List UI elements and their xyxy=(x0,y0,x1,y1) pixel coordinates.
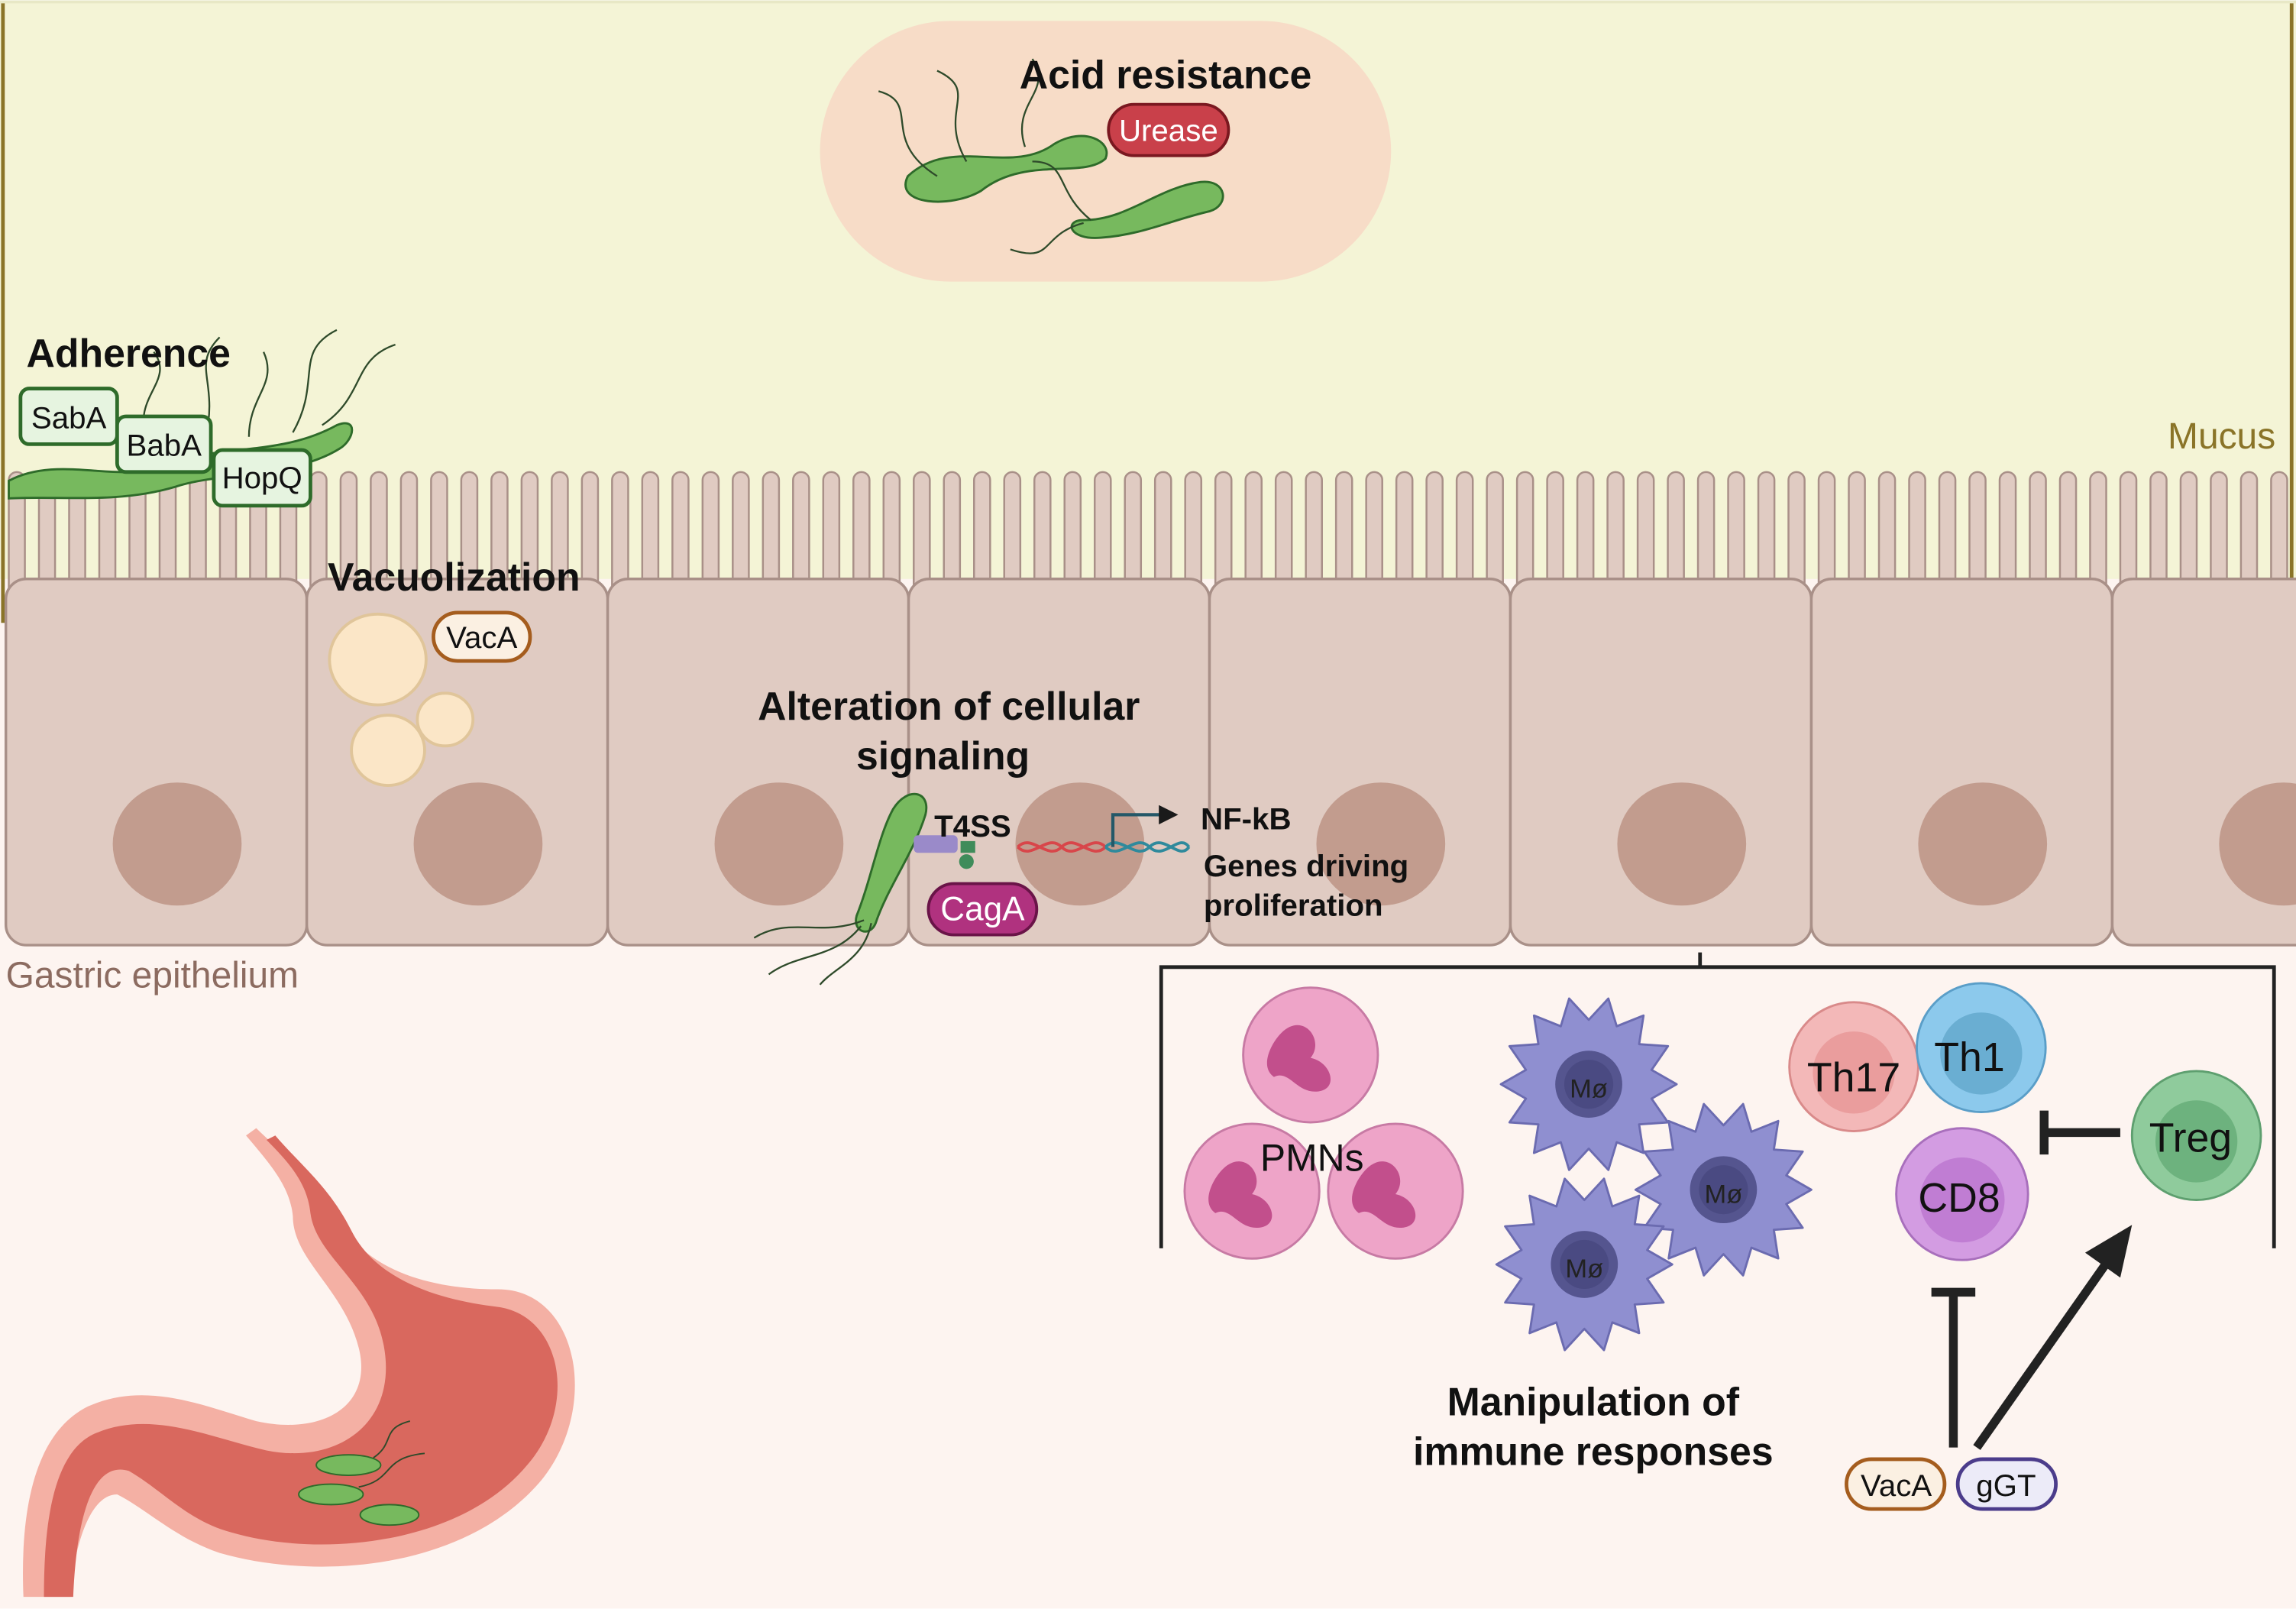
th17-cell xyxy=(1788,1001,1919,1132)
th1-label: Th1 xyxy=(1934,1034,2004,1080)
bacteria-acid-1 xyxy=(878,58,1108,203)
cell-nucleus xyxy=(413,782,543,906)
macrophage-1 xyxy=(1499,997,1678,1171)
cell-nucleus xyxy=(112,782,242,906)
treg-cell xyxy=(2130,1070,2262,1202)
adhesin-saba-label: SabA xyxy=(31,400,107,435)
treg-inhibits-cd8 xyxy=(2039,1110,2120,1155)
acid-resistance-title: Acid resistance xyxy=(1020,53,1312,97)
ggt-label: gGT xyxy=(1976,1468,2036,1503)
urease-badge: Urease xyxy=(1107,102,1230,157)
transcription-arrow xyxy=(1111,804,1179,847)
adhesin-baba: BabA xyxy=(115,414,213,474)
manipulation-title-line1: Manipulation of xyxy=(1447,1379,1740,1423)
t4ss-label: T4SS xyxy=(934,809,1011,843)
nfkb-label: NF-kB xyxy=(1201,802,1292,837)
adhesin-hopq: HopQ xyxy=(212,448,312,508)
gastric-epithelium-label: Gastric epithelium xyxy=(6,956,299,996)
cagA-label: CagA xyxy=(940,890,1025,928)
macrophage-3 xyxy=(1495,1177,1673,1352)
cd8-cell xyxy=(1895,1127,2029,1261)
bacteria-cagA xyxy=(753,792,928,986)
adherence-title: Adherence xyxy=(27,331,231,375)
cell-nucleus xyxy=(1918,782,2048,906)
alteration-title-line1: Alteration of cellular xyxy=(758,684,1140,728)
t4ss-apparatus xyxy=(914,835,975,869)
vacA-bottom-label: VacA xyxy=(1861,1468,1932,1503)
macrophage-2 xyxy=(1634,1102,1813,1277)
macrophage-3-label: Mø xyxy=(1565,1255,1603,1284)
vacuolization-title: Vacuolization xyxy=(328,555,580,599)
alteration-title-line2: signaling xyxy=(856,733,1030,778)
stomach-illustration xyxy=(23,1128,575,1598)
mucus-label: Mucus xyxy=(2168,416,2275,457)
th17-label: Th17 xyxy=(1807,1055,1900,1101)
cell-nucleus xyxy=(714,782,844,906)
adhesin-baba-label: BabA xyxy=(126,429,202,463)
macrophage-1-label: Mø xyxy=(1570,1074,1608,1103)
dna-helix xyxy=(1017,841,1191,853)
pmns-label: PMNs xyxy=(1260,1136,1364,1179)
pmn-cell-1 xyxy=(1242,986,1379,1124)
manipulation-title-line2: immune responses xyxy=(1413,1429,1774,1474)
vacuoles xyxy=(328,612,475,787)
adhesin-hopq-label: HopQ xyxy=(222,461,302,495)
vacA-badge-top: VacA xyxy=(432,610,532,663)
cell-nucleus xyxy=(2219,782,2296,906)
macrophage-2-label: Mø xyxy=(1705,1180,1743,1209)
immune-bracket xyxy=(1159,952,2276,1248)
ggt-activates-treg xyxy=(1973,1225,2133,1450)
stomach-bacteria xyxy=(298,1420,425,1526)
cell-nucleus xyxy=(1316,782,1446,906)
genes-label-line1: Genes driving xyxy=(1204,849,1408,883)
vacA-inhibits-cd8 xyxy=(1931,1287,1976,1448)
th1-cell xyxy=(1916,982,2047,1114)
vacA-badge-bottom: VacA xyxy=(1845,1457,1947,1511)
cell-nucleus xyxy=(1617,782,1747,906)
genes-label-line2: proliferation xyxy=(1204,889,1383,923)
cagA-badge: CagA xyxy=(926,882,1039,937)
bacteria-acid-2 xyxy=(1010,160,1224,254)
vacA-top-label: VacA xyxy=(446,620,517,655)
adhesin-saba: SabA xyxy=(18,387,119,446)
treg-label: Treg xyxy=(2149,1115,2232,1161)
urease-label: Urease xyxy=(1119,114,1218,148)
ggt-badge: gGT xyxy=(1955,1457,2058,1511)
cd8-label: CD8 xyxy=(1918,1175,2000,1221)
pmn-cell-2 xyxy=(1183,1122,1321,1260)
pmn-cell-3 xyxy=(1327,1122,1464,1260)
